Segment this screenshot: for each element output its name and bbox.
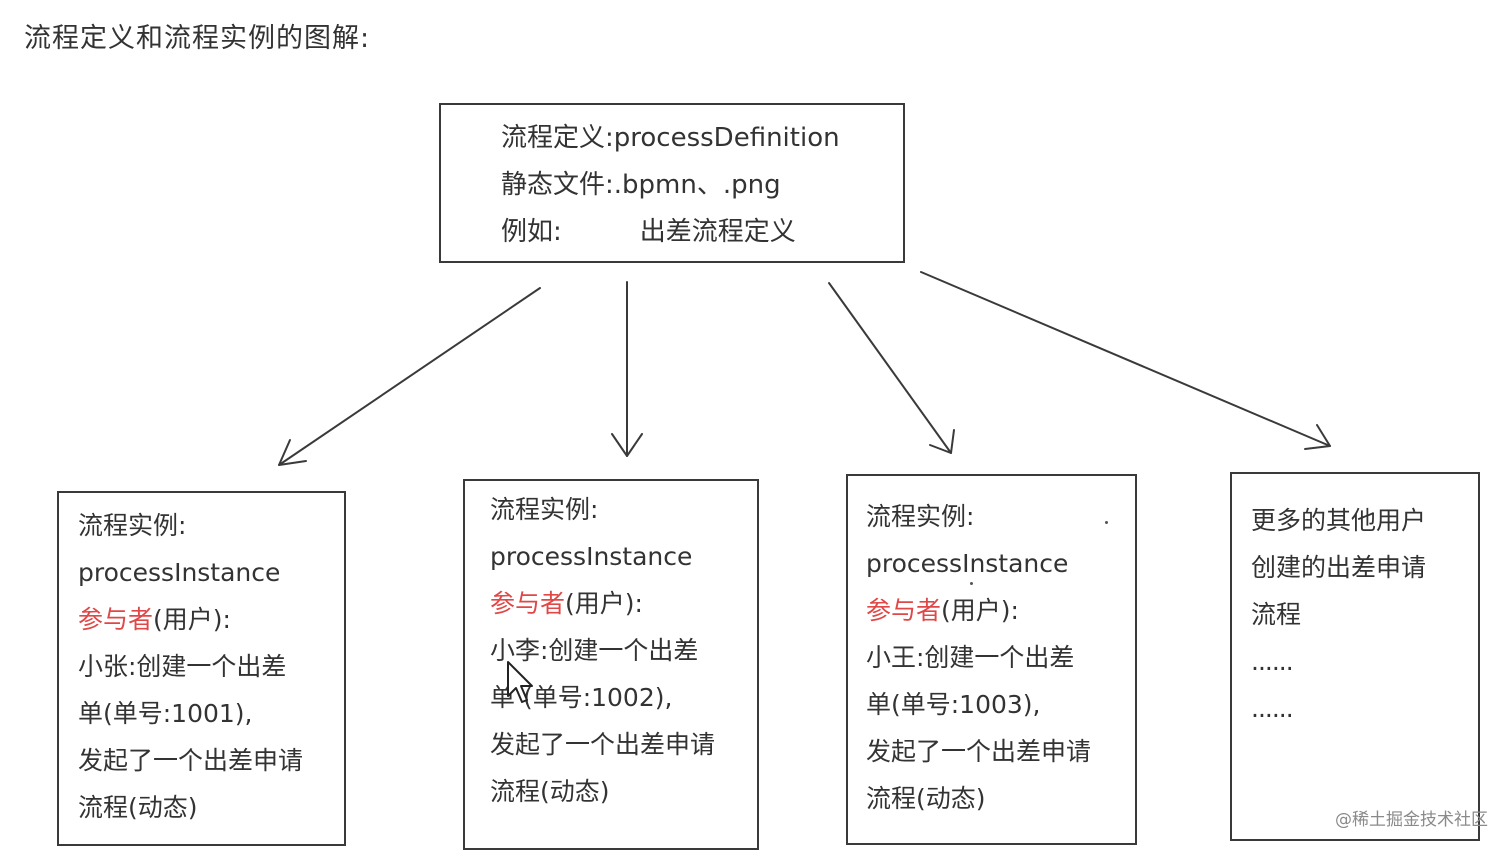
- more-line: 创建的出差申请: [1251, 553, 1427, 582]
- instance-detail-line: 小王:创建一个出差: [866, 643, 1075, 672]
- process-definition-box: 流程定义: processDefinition 静态文件: .bpmn、.png…: [439, 103, 905, 263]
- static-file-label: 静态文件:: [501, 170, 614, 200]
- process-instance-box-3: 流程实例: processInstance 参与者(用户): 小王:创建一个出差…: [846, 474, 1137, 845]
- instance-detail-line: 流程(动态): [866, 784, 986, 813]
- instance-detail-line: 单(单号:1003),: [866, 690, 1041, 719]
- ellipsis: ......: [1251, 647, 1294, 676]
- ellipsis: ......: [1251, 694, 1294, 723]
- more-line: 更多的其他用户: [1251, 506, 1427, 535]
- static-file-value: .bpmn、.png: [613, 170, 781, 200]
- definition-value: processDefinition: [613, 123, 840, 153]
- instance-detail-line: 单(单号:1001),: [78, 699, 253, 728]
- participant-label: 参与者: [866, 596, 942, 625]
- instance-title: 流程实例:: [490, 495, 599, 524]
- participant-label: 参与者: [490, 589, 566, 618]
- participant-line: 参与者(用户):: [78, 596, 344, 643]
- example-label: 例如:: [501, 217, 562, 247]
- stray-dot: [970, 582, 973, 585]
- definition-row: 流程定义: processDefinition: [501, 115, 903, 162]
- participant-suffix: (用户):: [941, 596, 1019, 625]
- participant-suffix: (用户):: [565, 589, 643, 618]
- instance-detail-line: 发起了一个出差申请: [490, 730, 716, 759]
- participant-suffix: (用户):: [153, 605, 231, 634]
- static-file-row: 静态文件: .bpmn、.png: [501, 162, 903, 209]
- instance-detail-line: 发起了一个出差申请: [866, 737, 1092, 766]
- mouse-cursor-icon: [507, 661, 533, 703]
- instance-title: 流程实例:: [866, 502, 975, 531]
- participant-line: 参与者(用户):: [866, 587, 1135, 634]
- arrow-to-more-instances: [920, 271, 1331, 450]
- watermark: @稀土掘金技术社区: [1335, 810, 1488, 830]
- instance-detail-line: 流程(动态): [78, 793, 198, 822]
- instance-detail-line: 发起了一个出差申请: [78, 746, 304, 775]
- instance-detail-line: 流程(动态): [490, 777, 610, 806]
- arrow-to-instance-2: [611, 281, 643, 457]
- instance-title: 流程实例:: [78, 511, 187, 540]
- participant-label: 参与者: [78, 605, 154, 634]
- more-instances-box: 更多的其他用户 创建的出差申请 流程 ...... ......: [1230, 472, 1480, 841]
- instance-name: processInstance: [490, 542, 693, 571]
- process-instance-box-2: 流程实例: processInstance 参与者(用户): 小李:创建一个出差…: [463, 479, 759, 850]
- instance-detail-line: 小李:创建一个出差: [490, 636, 699, 665]
- arrow-to-instance-1: [278, 287, 541, 466]
- instance-name: processInstance: [866, 549, 1069, 578]
- instance-name: processInstance: [78, 558, 281, 587]
- definition-label: 流程定义:: [501, 123, 614, 153]
- example-row: 例如: 出差流程定义: [501, 209, 903, 256]
- arrow-to-instance-3: [828, 282, 955, 454]
- more-line: 流程: [1251, 600, 1302, 629]
- instance-detail-line: 小张:创建一个出差: [78, 652, 287, 681]
- process-instance-box-1: 流程实例: processInstance 参与者(用户): 小张:创建一个出差…: [57, 491, 346, 846]
- stray-dot: [1105, 521, 1108, 524]
- page-title: 流程定义和流程实例的图解:: [24, 23, 371, 54]
- example-value: 出差流程定义: [639, 217, 796, 247]
- participant-line: 参与者(用户):: [490, 580, 757, 627]
